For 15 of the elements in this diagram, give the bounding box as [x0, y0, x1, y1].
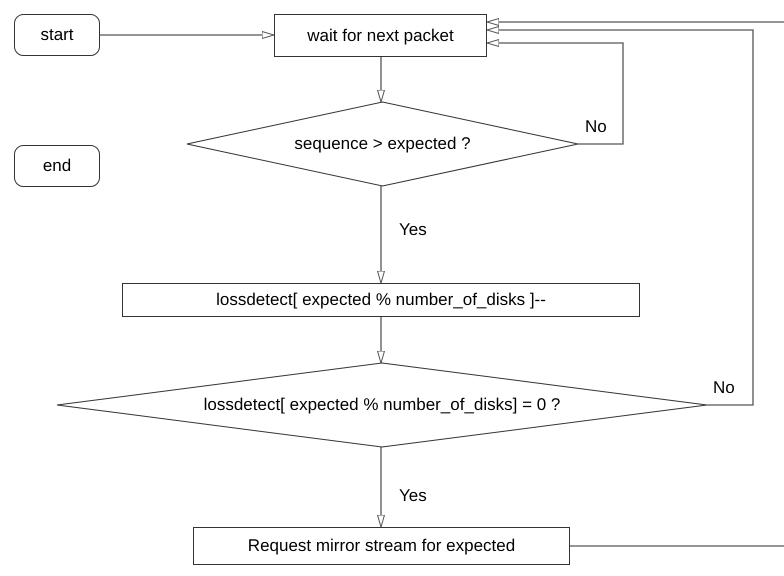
arrow [486, 39, 624, 145]
arrow [486, 18, 784, 547]
arrow [377, 186, 385, 284]
node-label: sequence > expected ? [294, 134, 471, 154]
node-label: end [42, 156, 72, 176]
arrow [100, 31, 274, 39]
arrow [377, 57, 385, 102]
arrow [486, 26, 754, 406]
node-label: Request mirror stream for expected [248, 536, 516, 556]
node-label: wait for next packet [307, 26, 454, 46]
node-label: start [40, 25, 74, 45]
arrow [377, 317, 385, 364]
arrow [377, 447, 385, 528]
node-label: lossdetect[ expected % number_of_disks ]-- [216, 290, 546, 310]
node-label: lossdetect[ expected % number_of_disks] = 0 ? [204, 395, 560, 415]
